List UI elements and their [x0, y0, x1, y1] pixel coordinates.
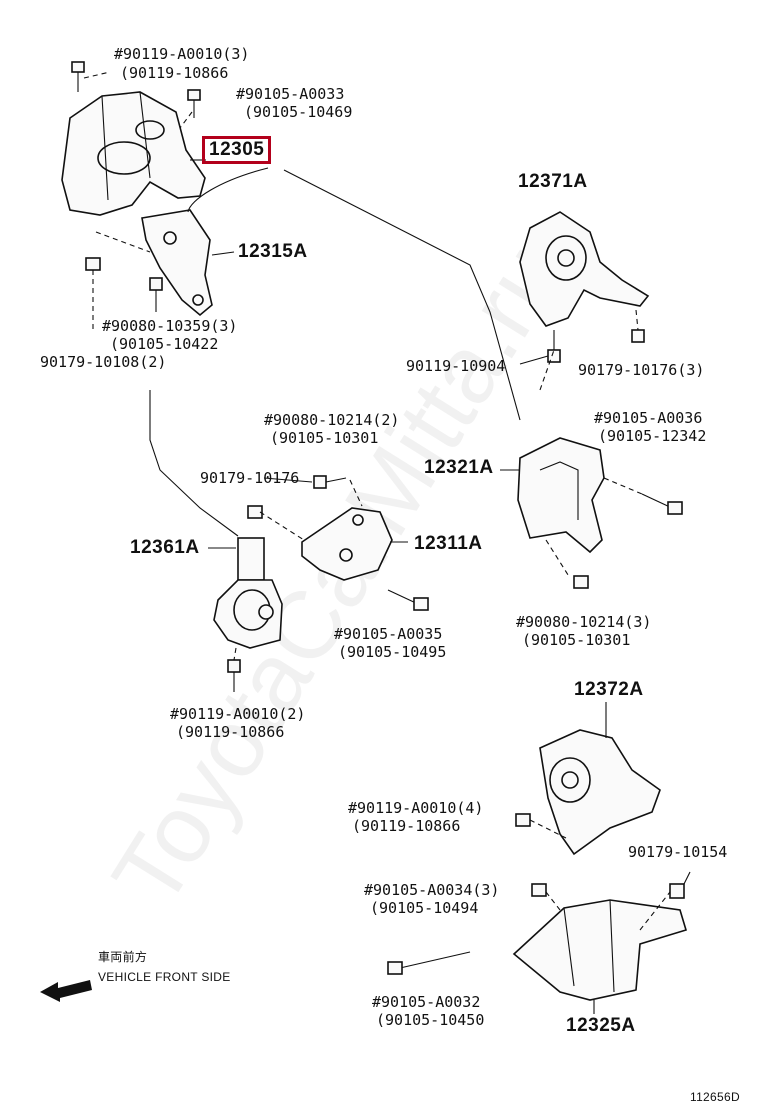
- label-90119-A0010-4: #90119-A0010(4): [348, 799, 484, 817]
- arrow-left-icon: [40, 980, 92, 1002]
- part-12311A-drawing[interactable]: [301, 507, 393, 581]
- label-90179-10154: 90179-10154: [628, 843, 728, 861]
- label-90080-10214-2: #90080-10214(2): [264, 411, 400, 429]
- label-90105-A0032: #90105-A0032: [372, 993, 481, 1011]
- nut-90179-10176-drawing[interactable]: [247, 505, 263, 519]
- label-90179-10176: 90179-10176: [200, 469, 300, 487]
- bolt-90119-A0010-top-drawing[interactable]: [71, 61, 85, 92]
- leader-lines: [149, 159, 691, 1014]
- label-12311A[interactable]: 12311A: [414, 533, 483, 554]
- label-90105-10469: (90105-10469: [244, 103, 353, 121]
- label-12371A[interactable]: 12371A: [518, 171, 588, 192]
- part-12325A-drawing[interactable]: [512, 899, 687, 1001]
- bolt-90080-10359-drawing[interactable]: [149, 277, 163, 312]
- label-12325A[interactable]: 12325A: [566, 1015, 636, 1036]
- label-90119-A0010-2: #90119-A0010(2): [170, 705, 306, 723]
- label-90080-10359: #90080-10359(3): [102, 317, 238, 335]
- bolt-90119-A0010-4-drawing[interactable]: [515, 813, 531, 827]
- label-90105-A0036: #90105-A0036: [594, 409, 703, 427]
- nut-90179-10108-drawing[interactable]: [85, 257, 101, 330]
- label-90105-A0035: #90105-A0035: [334, 625, 443, 643]
- label-90105-10301-a: (90105-10301: [270, 429, 379, 447]
- label-12361A[interactable]: 12361A: [130, 537, 200, 558]
- bolt-90105-A0032-drawing[interactable]: [387, 951, 471, 975]
- label-90119-10866-a: (90119-10866: [120, 64, 229, 82]
- bolt-90105-A0036-drawing[interactable]: [641, 493, 683, 515]
- label-90179-10108: 90179-10108(2): [40, 353, 167, 371]
- part-12371A-drawing[interactable]: [519, 211, 650, 327]
- label-90105-12342: (90105-12342: [598, 427, 707, 445]
- label-90105-10495: (90105-10495: [338, 643, 447, 661]
- label-90105-A0034: #90105-A0034(3): [364, 881, 500, 899]
- bolt-90105-A0034-drawing[interactable]: [531, 883, 547, 897]
- part-12305-drawing[interactable]: [61, 91, 206, 216]
- label-90105-10422: (90105-10422: [110, 335, 219, 353]
- part-12361A-drawing[interactable]: [213, 537, 283, 649]
- dashed-lines: [83, 71, 671, 931]
- bolt-90080-10214-2-drawing[interactable]: [313, 475, 347, 489]
- label-90080-10214-3: #90080-10214(3): [516, 613, 652, 631]
- front-label-en: VEHICLE FRONT SIDE: [98, 970, 231, 984]
- label-12321A[interactable]: 12321A: [424, 457, 494, 478]
- bolt-90119-A0010-2-drawing[interactable]: [227, 659, 241, 692]
- label-90119-10866-c: (90119-10866: [352, 817, 461, 835]
- label-90179-10176-3: 90179-10176(3): [578, 361, 705, 379]
- label-90105-10494: (90105-10494: [370, 899, 479, 917]
- diagram-code: 112656D: [690, 1090, 740, 1104]
- label-90105-A0033: #90105-A0033: [236, 85, 345, 103]
- label-12315A[interactable]: 12315A: [238, 241, 308, 262]
- front-label-jp: 車両前方: [98, 950, 148, 964]
- label-90119-A0010-3: #90119-A0010(3): [114, 45, 250, 63]
- label-12305-highlighted[interactable]: 12305: [202, 136, 272, 164]
- bolt-90119-10904-drawing[interactable]: [547, 330, 561, 363]
- part-12372A-drawing[interactable]: [539, 712, 661, 856]
- bolt-90080-10214-3-drawing[interactable]: [573, 575, 589, 589]
- bolt-90105-A0033-drawing[interactable]: [187, 89, 201, 118]
- label-90119-10904: 90119-10904: [406, 357, 506, 375]
- nut-90179-10154-drawing[interactable]: [669, 883, 685, 899]
- label-90119-10866-b: (90119-10866: [176, 723, 285, 741]
- bolt-90105-A0035-drawing[interactable]: [387, 589, 429, 611]
- label-90105-10301-b: (90105-10301: [522, 631, 631, 649]
- nut-90179-10176-3-drawing[interactable]: [631, 329, 645, 343]
- part-12315A-drawing[interactable]: [141, 209, 213, 317]
- label-90105-10450: (90105-10450: [376, 1011, 485, 1029]
- part-12321A-drawing[interactable]: [517, 437, 605, 554]
- label-12372A[interactable]: 12372A: [574, 679, 644, 700]
